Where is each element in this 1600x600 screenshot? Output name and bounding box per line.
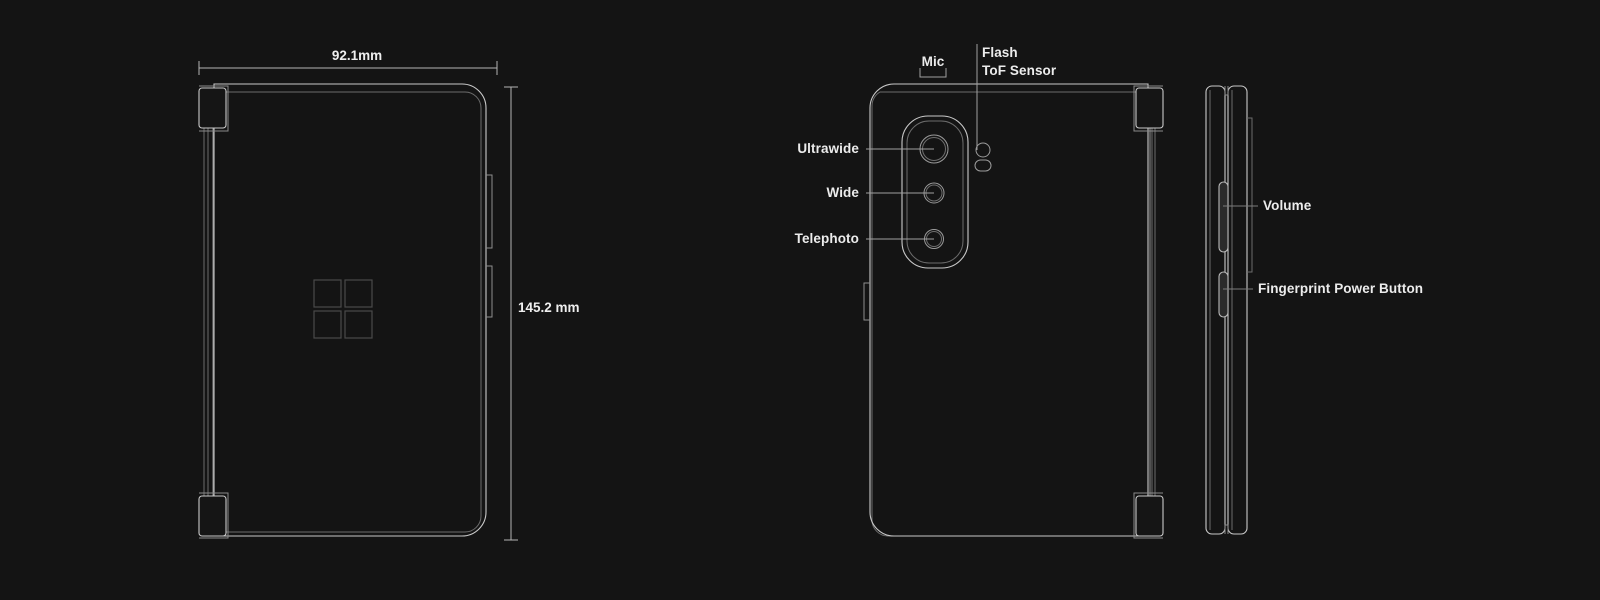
height-dimension: 145.2 mm bbox=[504, 86, 580, 541]
fingerprint-power-button bbox=[1218, 271, 1229, 318]
height-dimension-label: 145.2 mm bbox=[518, 300, 580, 315]
label-wide: Wide bbox=[826, 185, 859, 200]
back-view-body-outline bbox=[213, 83, 487, 537]
width-dimension-label: 92.1mm bbox=[332, 48, 382, 63]
rear-view-body-outline bbox=[869, 83, 1149, 537]
camera-lenses bbox=[919, 134, 949, 249]
flash-and-tof-group bbox=[974, 142, 992, 172]
rear-view-hinge-bracket-bottom bbox=[1133, 492, 1164, 539]
label-flash: Flash bbox=[982, 45, 1018, 60]
side-view-group: Volume Fingerprint Power Button bbox=[1205, 85, 1423, 535]
side-view-hinge-notch-bottom bbox=[1224, 524, 1229, 534]
rear-view-hinge-bracket-top bbox=[1133, 85, 1164, 132]
flash-element bbox=[975, 142, 991, 158]
back-view-rear-slab bbox=[203, 91, 482, 533]
back-view-hinge-bracket-bottom bbox=[198, 492, 229, 539]
label-tof-sensor: ToF Sensor bbox=[982, 63, 1057, 78]
tof-sensor-element bbox=[974, 159, 992, 172]
label-mic: Mic bbox=[922, 54, 945, 69]
camera-module bbox=[901, 115, 969, 269]
rear-view-group: Mic Flash ToF Sensor Ultrawide Wide Tele… bbox=[795, 44, 1164, 539]
side-view-hinge-notch-top bbox=[1224, 86, 1229, 96]
microsoft-logo bbox=[313, 279, 373, 339]
back-view-side-buttons bbox=[486, 174, 493, 318]
rear-view-rear-slab bbox=[871, 91, 1153, 537]
back-view-hinge-bracket-top bbox=[198, 85, 229, 132]
back-view-group: 92.1mm 145.2 mm bbox=[198, 48, 580, 541]
label-ultrawide: Ultrawide bbox=[797, 141, 859, 156]
width-dimension: 92.1mm bbox=[198, 48, 498, 75]
label-fingerprint-power-button: Fingerprint Power Button bbox=[1258, 281, 1423, 296]
mic-leader bbox=[919, 68, 947, 78]
side-view-panel-right bbox=[1227, 85, 1248, 535]
side-view-camera-bump bbox=[1247, 117, 1253, 273]
label-telephoto: Telephoto bbox=[795, 231, 859, 246]
rear-view-side-buttons bbox=[863, 282, 870, 321]
label-volume: Volume bbox=[1263, 198, 1312, 213]
volume-button bbox=[1218, 181, 1229, 253]
